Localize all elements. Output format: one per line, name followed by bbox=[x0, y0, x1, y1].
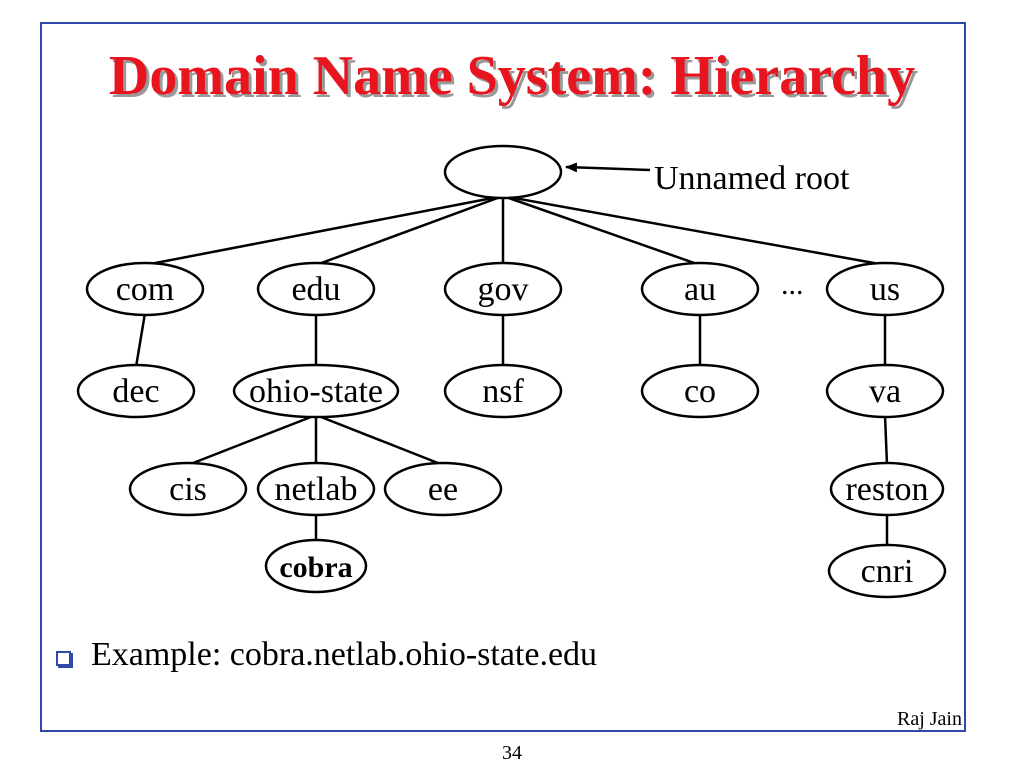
node-cnri: cnri bbox=[827, 543, 947, 599]
node-va: va bbox=[825, 363, 945, 419]
edge-root-com bbox=[144, 194, 504, 267]
node-com: com bbox=[85, 261, 205, 317]
node-reston: reston bbox=[829, 461, 945, 517]
node-label-cobra: cobra bbox=[279, 551, 352, 584]
node-ellipse-va bbox=[825, 363, 945, 419]
page-number: 34 bbox=[502, 742, 522, 764]
more-domains-ellipsis: ... bbox=[781, 268, 804, 301]
edge-com-dec bbox=[134, 312, 147, 368]
node-ellipse-cnri bbox=[827, 543, 947, 599]
node-co: co bbox=[640, 363, 760, 419]
node-ellipse-netlab bbox=[256, 461, 376, 517]
slide-title: Domain Name System: Hierarchy bbox=[108, 45, 916, 107]
node-label-gov: gov bbox=[478, 271, 529, 308]
node-ellipse-au bbox=[640, 261, 760, 317]
node-cobra: cobra bbox=[264, 538, 368, 594]
root-pointer-arrow bbox=[565, 162, 651, 173]
edge-root-edu bbox=[315, 194, 504, 267]
node-label-ee: ee bbox=[428, 471, 458, 508]
node-ellipse-cis bbox=[128, 461, 248, 517]
node-us: us bbox=[825, 261, 945, 317]
node-label-ohio-state: ohio-state bbox=[249, 373, 383, 410]
edge-root-us bbox=[502, 194, 886, 267]
node-ellipse-co bbox=[640, 363, 760, 419]
node-label-com: com bbox=[116, 271, 175, 308]
node-label-reston: reston bbox=[845, 471, 928, 508]
node-au: au bbox=[640, 261, 760, 317]
node-root bbox=[443, 144, 563, 200]
slide-frame bbox=[40, 22, 966, 732]
bullet-square-icon bbox=[56, 650, 71, 666]
author-credit: Raj Jain bbox=[897, 708, 962, 730]
node-label-au: au bbox=[684, 271, 716, 308]
node-edu: edu bbox=[256, 261, 376, 317]
node-cis: cis bbox=[128, 461, 248, 517]
tree-nodes: com edu gov au us dec ohio-state nsf co va cis netl… bbox=[76, 144, 947, 599]
node-label-us: us bbox=[870, 271, 900, 308]
tree-edges bbox=[134, 194, 889, 547]
node-label-nsf: nsf bbox=[482, 373, 524, 410]
edge-ohio-state-ee bbox=[315, 413, 444, 467]
node-label-cnri: cnri bbox=[861, 553, 914, 590]
node-label-dec: dec bbox=[112, 373, 159, 410]
node-label-cis: cis bbox=[169, 471, 207, 508]
node-ellipse-dec bbox=[76, 363, 196, 419]
node-label-va: va bbox=[869, 373, 901, 410]
node-ellipse-ee bbox=[383, 461, 503, 517]
example-text: Example: cobra.netlab.ohio-state.edu bbox=[91, 636, 598, 673]
node-ellipse-us bbox=[825, 261, 945, 317]
node-label-co: co bbox=[684, 373, 716, 410]
node-gov: gov bbox=[443, 261, 563, 317]
unnamed-root-label: Unnamed root bbox=[654, 160, 850, 197]
node-ee: ee bbox=[383, 461, 503, 517]
node-label-edu: edu bbox=[291, 271, 340, 308]
node-netlab: netlab bbox=[256, 461, 376, 517]
node-ellipse-cobra bbox=[264, 538, 368, 594]
example-bullet-item: Example: cobra.netlab.ohio-state.edu bbox=[56, 636, 597, 674]
node-dec: dec bbox=[76, 363, 196, 419]
node-ellipse-edu bbox=[256, 261, 376, 317]
edge-root-au bbox=[502, 194, 701, 267]
node-ellipse-nsf bbox=[443, 363, 563, 419]
edge-va-reston bbox=[883, 414, 889, 466]
node-ellipse-ohio-state bbox=[232, 363, 400, 419]
node-ellipse-root bbox=[443, 144, 563, 200]
node-ohio-state: ohio-state bbox=[232, 363, 400, 419]
node-ellipse-com bbox=[85, 261, 205, 317]
node-nsf: nsf bbox=[443, 363, 563, 419]
edge-ohio-state-cis bbox=[187, 413, 317, 467]
node-ellipse-reston bbox=[829, 461, 945, 517]
node-label-netlab: netlab bbox=[274, 471, 357, 508]
node-ellipse-gov bbox=[443, 261, 563, 317]
